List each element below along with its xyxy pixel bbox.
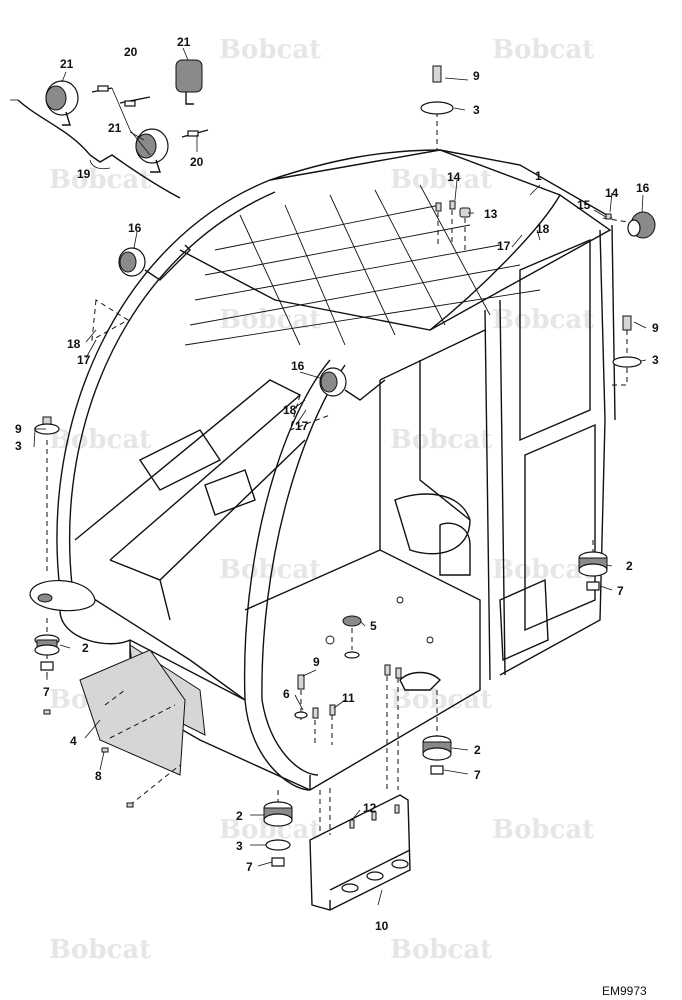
roof-fasteners [435, 200, 612, 250]
callout-2: 2 [82, 641, 89, 655]
callout-4: 4 [70, 734, 77, 748]
floor-bolts [294, 664, 402, 790]
watermark-text: Bobcat [49, 165, 151, 195]
callout-3: 3 [15, 439, 22, 453]
callout-12: 12 [363, 801, 377, 815]
callout-17: 17 [295, 419, 309, 433]
watermark-text: Bobcat [219, 305, 321, 335]
callout-3: 3 [236, 839, 243, 853]
callout-3: 3 [652, 353, 659, 367]
watermark-text: Bobcat [492, 815, 594, 845]
callout-15: 15 [577, 198, 591, 212]
callout-1: 1 [535, 169, 542, 183]
callout-9: 9 [313, 655, 320, 669]
watermark-text: Bobcat [390, 165, 492, 195]
callout-labels: 1 2 2 2 2 3 3 3 3 4 5 6 7 7 7 7 8 9 9 9 … [15, 35, 659, 933]
callout-2: 2 [236, 809, 243, 823]
callout-21: 21 [108, 121, 122, 135]
callout-20: 20 [190, 155, 204, 169]
callout-2: 2 [626, 559, 633, 573]
callout-5: 5 [370, 619, 377, 633]
callout-17: 17 [77, 353, 91, 367]
callout-17: 17 [497, 239, 511, 253]
mount-bottom-center [263, 790, 293, 867]
watermark-text: Bobcat [219, 35, 321, 65]
callout-18: 18 [67, 337, 81, 351]
callout-leaders [10, 47, 647, 906]
callout-11: 11 [342, 691, 355, 705]
callout-7: 7 [617, 584, 624, 598]
work-light-left [91, 244, 191, 341]
callout-7: 7 [43, 685, 50, 699]
mount-right-rear [612, 315, 642, 386]
drawing-reference: EM9973 [602, 984, 647, 998]
mount-right-side [578, 540, 608, 591]
callout-7: 7 [246, 860, 253, 874]
callout-16: 16 [128, 221, 142, 235]
callout-6: 6 [283, 687, 290, 701]
callout-10: 10 [375, 919, 389, 933]
step-assembly [309, 788, 411, 911]
work-light-center [289, 367, 386, 431]
callout-19: 19 [77, 167, 91, 181]
watermark-text: Bobcat [49, 935, 151, 965]
left-panel [43, 649, 186, 808]
work-light-right [602, 211, 656, 239]
callout-21: 21 [60, 57, 74, 71]
floor-plug [342, 615, 362, 659]
callout-14: 14 [605, 186, 619, 200]
callout-3: 3 [473, 103, 480, 117]
mount-roof-top [420, 65, 454, 150]
callout-2: 2 [474, 743, 481, 757]
callout-8: 8 [95, 769, 102, 783]
watermark-text: Bobcat [492, 305, 594, 335]
mount-right-lower [422, 690, 452, 775]
callout-16: 16 [291, 359, 305, 373]
callout-9: 9 [473, 69, 480, 83]
watermark-text: Bobcat [390, 935, 492, 965]
callout-21: 21 [177, 35, 191, 49]
callout-18: 18 [536, 222, 550, 236]
watermark-text: Bobcat [49, 425, 151, 455]
callout-13: 13 [484, 207, 498, 221]
callout-18: 18 [283, 403, 297, 417]
callout-9: 9 [652, 321, 659, 335]
mount-left-front [34, 416, 60, 680]
light-kit [17, 59, 209, 199]
watermark-text: Bobcat [492, 35, 594, 65]
callout-14: 14 [447, 170, 461, 184]
watermark-text: Bobcat [390, 425, 492, 455]
callout-7: 7 [474, 768, 481, 782]
callout-20: 20 [124, 45, 138, 59]
watermark-text: Bobcat [492, 555, 594, 585]
callout-9: 9 [15, 422, 22, 436]
callout-16: 16 [636, 181, 650, 195]
